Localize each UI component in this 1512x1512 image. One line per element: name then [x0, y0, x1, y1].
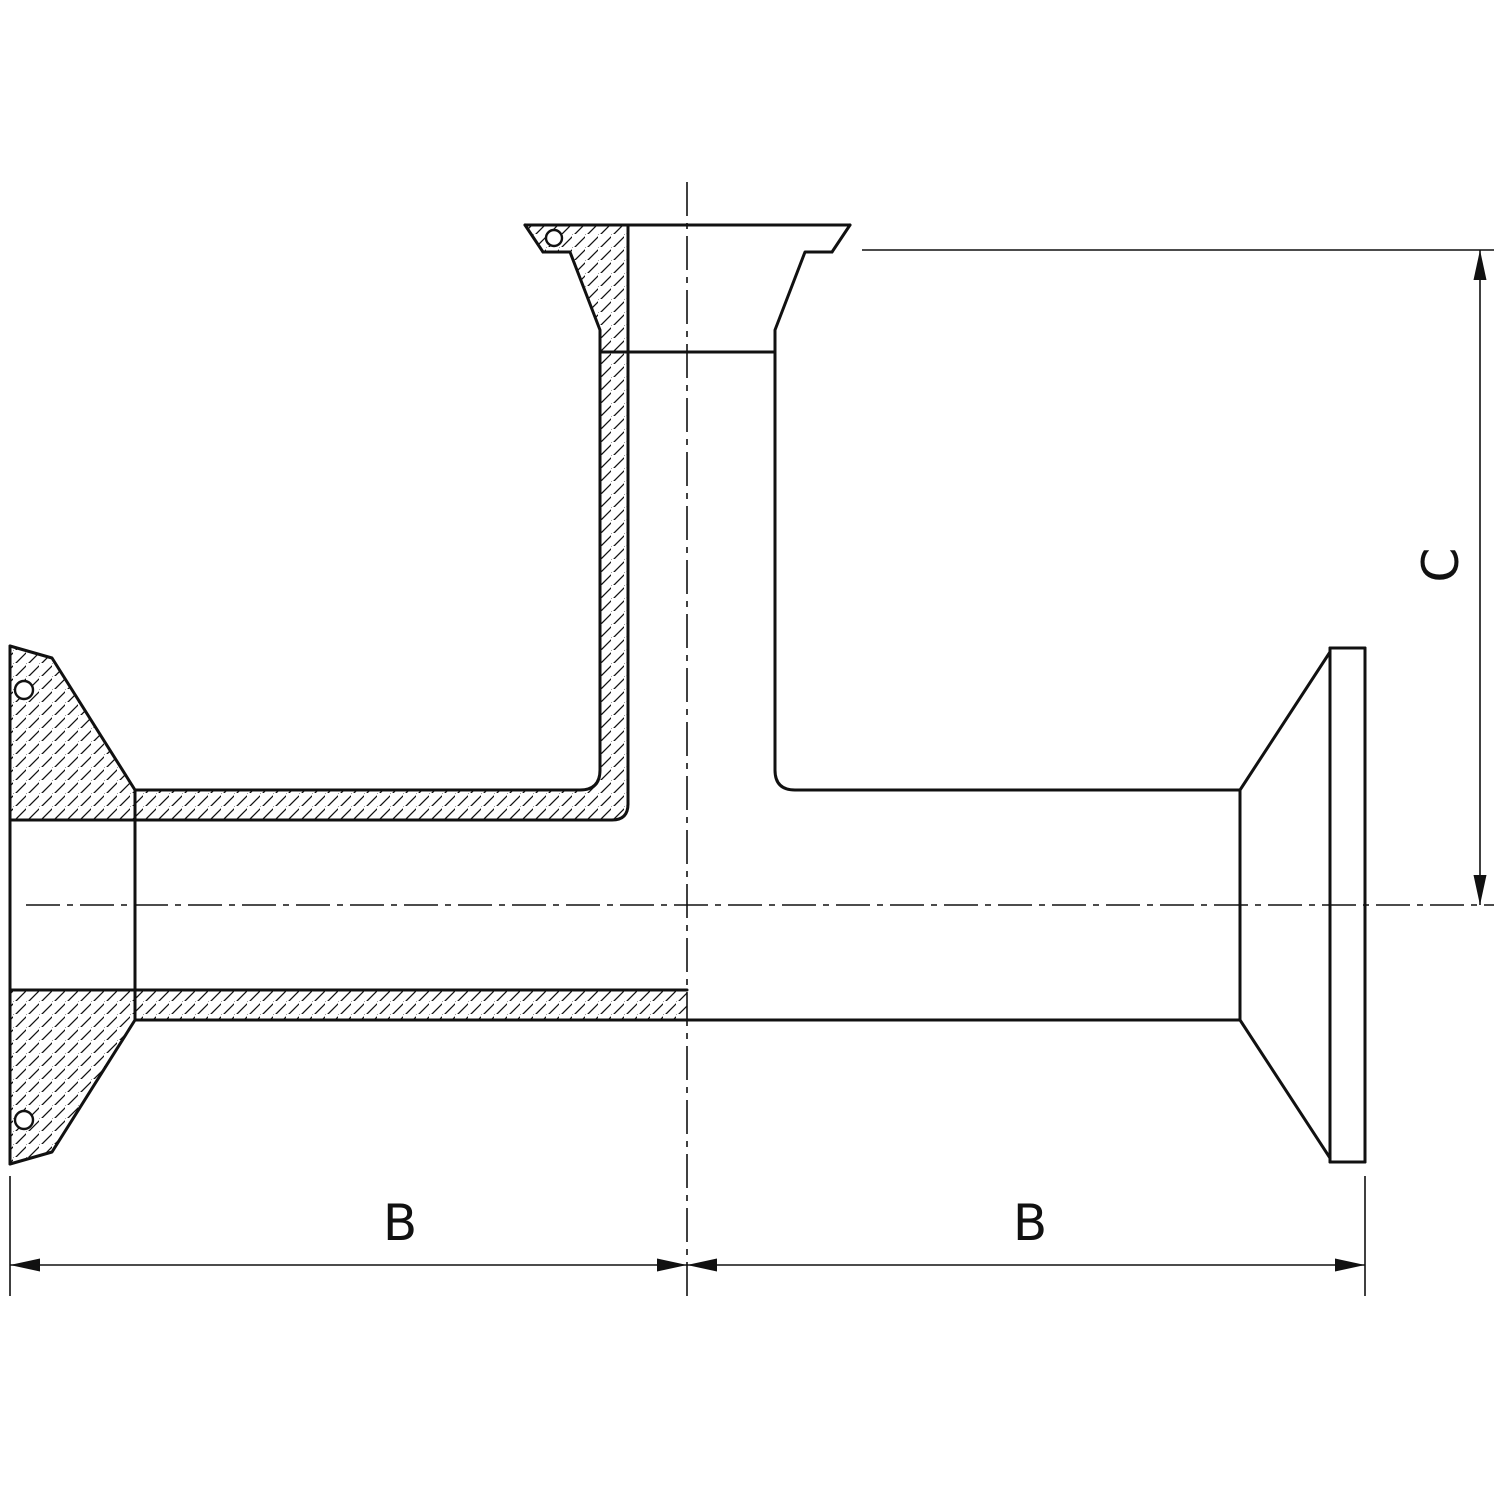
- label-dim-b-left: B: [383, 1194, 417, 1252]
- left-ferrule-top-profile: [8, 644, 137, 792]
- right-ferrule-flare-top: [1238, 650, 1332, 792]
- top-ferrule-right-bevel: [830, 223, 852, 254]
- top-ferrule-left-bevel: [523, 223, 545, 254]
- label-dim-b-right: B: [1013, 1194, 1047, 1252]
- pipe-top-outer-right: [773, 768, 1242, 792]
- hatch-left-ferrule-bottom: [10, 990, 135, 1164]
- pipe-bore-top-line: [8, 802, 630, 822]
- right-ferrule-flare-bottom: [1238, 1018, 1332, 1160]
- groove-circle-top-ferrule: [544, 228, 564, 248]
- hatch-left-ferrule-top: [10, 646, 135, 820]
- arrow-c-top: [1473, 250, 1487, 280]
- label-dim-c: C: [1412, 548, 1470, 583]
- top-ferrule-right-cone: [773, 250, 834, 354]
- centerlines: [26, 182, 1494, 1302]
- hatch-top-wall-and-branch-left-wall: [135, 352, 628, 820]
- top-ferrule-left-cone: [541, 250, 602, 354]
- arrow-b-right-outer: [1335, 1258, 1365, 1272]
- hatch-top-ferrule-left: [525, 225, 628, 352]
- arrow-b-right-inner: [687, 1258, 717, 1272]
- hatch-bottom-wall: [135, 990, 687, 1020]
- left-ferrule-bottom-profile: [8, 1018, 137, 1166]
- arrow-b-left-inner: [657, 1258, 687, 1272]
- arrow-c-bottom: [1473, 875, 1487, 905]
- arrow-b-left-outer: [10, 1258, 40, 1272]
- pipe-top-outer-left: [133, 768, 602, 792]
- groove-circle-left-top: [13, 679, 35, 701]
- section-hatching: [10, 225, 687, 1164]
- dimensions: B B C: [9, 249, 1494, 1296]
- groove-circle-left-bottom: [13, 1109, 35, 1131]
